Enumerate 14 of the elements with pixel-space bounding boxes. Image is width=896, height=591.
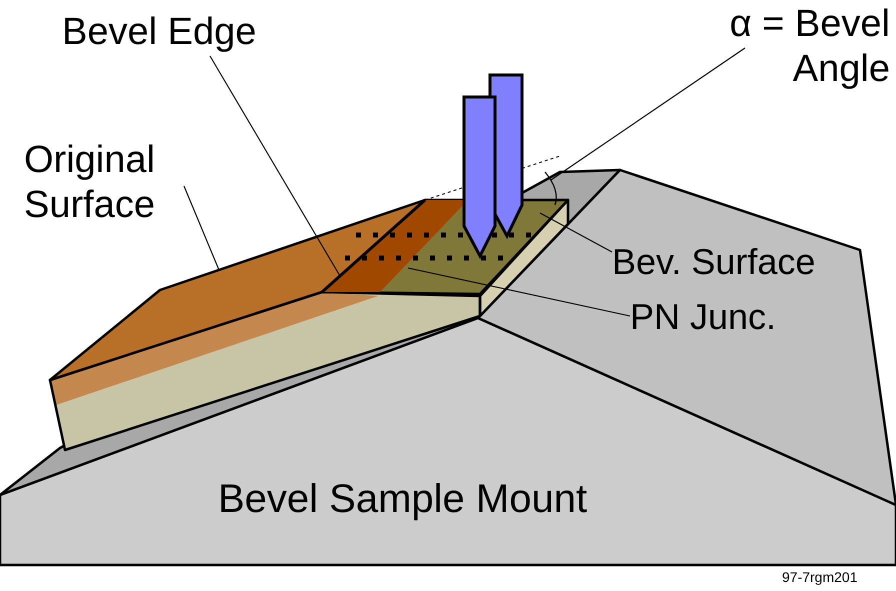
figure-code: 97-7rgm201 [782, 569, 858, 585]
leader-line [550, 48, 746, 180]
leader-line [540, 212, 612, 252]
mount-label: Bevel Sample Mount [218, 477, 588, 522]
callout-label: PN Junc. [630, 296, 850, 338]
callout-label: Bev. Surface [612, 241, 872, 284]
leader-line [184, 186, 220, 270]
callout-label: α = Bevel Angle [650, 2, 890, 92]
callout-label: Bevel Edge [62, 10, 302, 55]
bevel-edge-line [321, 198, 426, 294]
angle-arc [544, 172, 557, 206]
leader-line [408, 267, 630, 317]
leader-line [210, 56, 340, 276]
callout-label: Original Surface [24, 138, 204, 228]
